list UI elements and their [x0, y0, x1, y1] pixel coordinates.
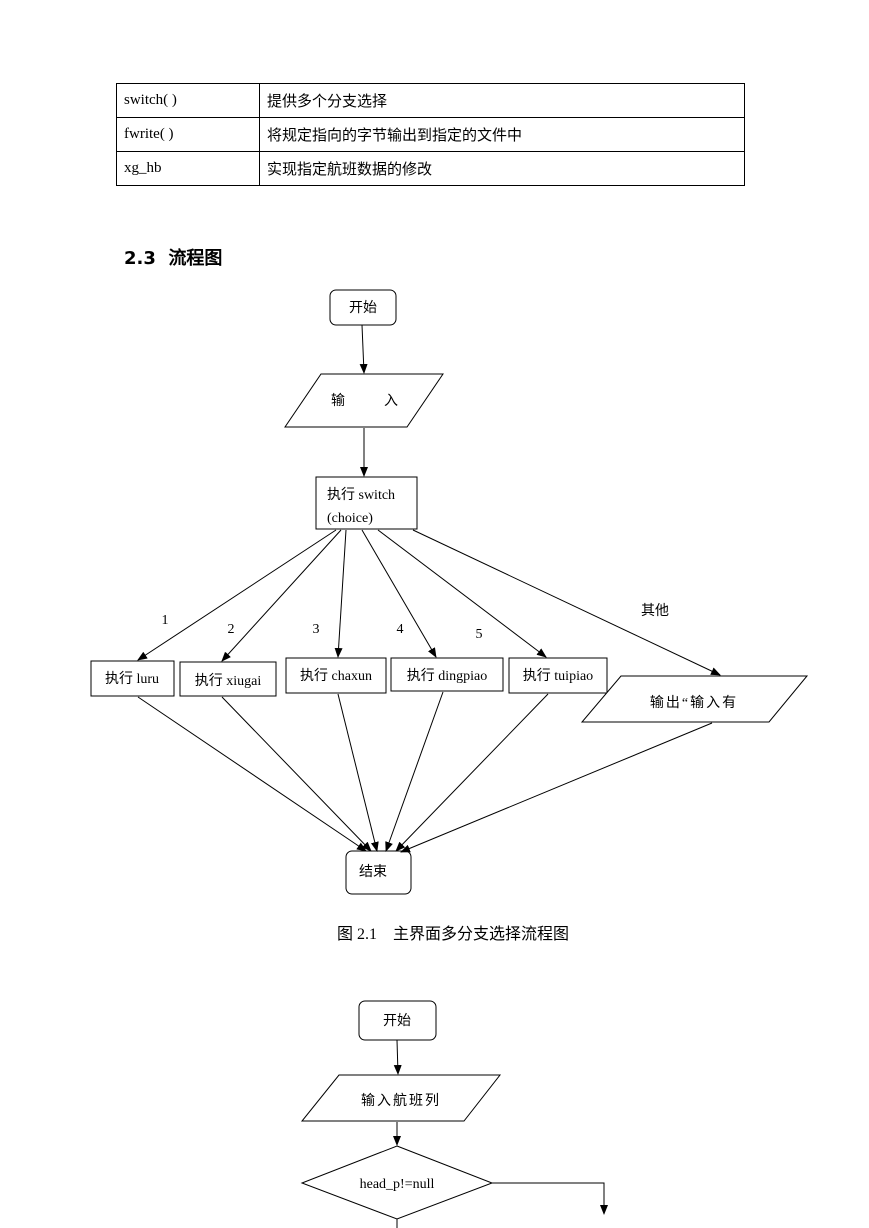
input-label-b: 入 [384, 394, 398, 409]
arrow-branch-4 [361, 529, 437, 658]
action-tuipiao-label: 执行 tuipiao [523, 668, 593, 684]
table-row: xg_hb 实现指定航班数据的修改 [116, 151, 745, 186]
arrow-branch-1 [137, 529, 337, 661]
arrow-branch-2 [221, 529, 342, 662]
action-dingpiao-label: 执行 dingpiao [407, 668, 488, 684]
arrow-start-input-2 [393, 1039, 402, 1075]
function-desc: 将规定指向的字节输出到指定的文件中 [259, 117, 745, 152]
action-luru [90, 660, 175, 697]
switch-label-line1: 执行 switch [327, 487, 395, 503]
flowchart-second [300, 1000, 608, 1228]
section-heading: 2.3 流程图 [124, 244, 222, 270]
arrow-luru-end [137, 696, 367, 852]
action-chaxun [285, 657, 387, 694]
input-node [284, 373, 444, 428]
arrow-branch-3 [334, 529, 347, 658]
branch-label-other: 其他 [641, 603, 669, 619]
arrow-branch-5 [377, 529, 547, 658]
action-chaxun-label: 执行 chaxun [300, 668, 372, 684]
start-label: 开始 [349, 300, 377, 316]
function-desc: 提供多个分支选择 [259, 83, 745, 118]
action-xiugai-label: 执行 xiugai [195, 673, 262, 689]
input-node-2 [300, 1074, 502, 1122]
function-name: switch( ) [116, 83, 260, 118]
start-label-2: 开始 [383, 1013, 411, 1029]
arrow-tuipiao-end [395, 693, 549, 852]
other-output-node [580, 675, 809, 723]
action-xiugai [179, 661, 277, 697]
branch-label-5: 5 [476, 627, 483, 642]
arrow-xiugai-end [221, 696, 372, 852]
section-number: 2.3 [124, 248, 156, 269]
switch-label-line2: (choice) [327, 511, 373, 526]
function-table: switch( ) 提供多个分支选择 fwrite( ) 将规定指向的字节输出到… [116, 83, 745, 186]
switch-node [315, 476, 418, 530]
arrow-start-input [359, 324, 368, 374]
branch-label-2: 2 [228, 622, 235, 637]
branch-label-4: 4 [397, 622, 404, 637]
table-row: switch( ) 提供多个分支选择 [116, 83, 745, 118]
branch-label-3: 3 [313, 622, 320, 637]
end-label: 结束 [359, 864, 387, 880]
condition-label: head_p!=null [360, 1177, 435, 1192]
action-luru-label: 执行 luru [105, 671, 159, 687]
input-label-a: 输 [331, 393, 345, 409]
branch-label-1: 1 [162, 613, 169, 628]
arrow-condition-false [492, 1182, 608, 1215]
action-dingpiao [390, 657, 504, 692]
table-row: fwrite( ) 将规定指向的字节输出到指定的文件中 [116, 117, 745, 152]
arrow-other-end [400, 722, 713, 853]
arrow-dingpiao-end [385, 691, 444, 852]
flowchart-main [90, 289, 809, 895]
arrow-chaxun-end [337, 693, 379, 852]
arrow-branch-other [412, 529, 721, 676]
section-title: 流程图 [168, 248, 223, 269]
other-output-label: 输出“输入有 [650, 695, 738, 711]
function-desc: 实现指定航班数据的修改 [259, 151, 745, 186]
action-tuipiao [508, 657, 608, 694]
start-node [329, 289, 397, 326]
input-label-2: 输入航班列 [361, 1093, 441, 1109]
figure-caption: 图 2.1 主界面多分支选择流程图 [337, 925, 569, 943]
